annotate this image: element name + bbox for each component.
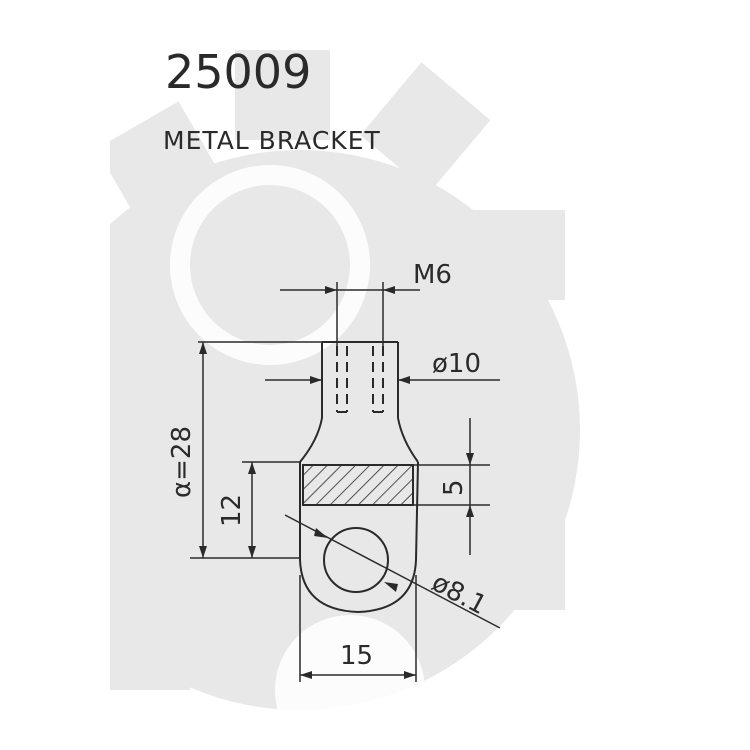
hole-offset-dimension [242,461,300,558]
mounting-hole [323,527,389,593]
total-length-label: α=28 [167,426,197,498]
neck-diameter-label: ø10 [432,349,481,379]
thread-label: M6 [413,260,452,290]
hole-offset-label: 12 [217,494,247,527]
thread-dimension [280,282,420,346]
total-length-dimension [190,341,322,559]
neck-diameter-dimension [265,376,500,384]
part-number: 25009 [165,45,311,99]
flat-width-label: 5 [439,479,469,496]
part-name: METAL BRACKET [163,126,381,155]
body-width-dimension [299,575,417,682]
hole-diameter-leader [284,514,501,629]
flat-section-hatch [302,464,414,506]
bracket-outline [299,341,419,614]
body-width-label: 15 [340,641,373,671]
flat-width-dimension [413,418,490,555]
